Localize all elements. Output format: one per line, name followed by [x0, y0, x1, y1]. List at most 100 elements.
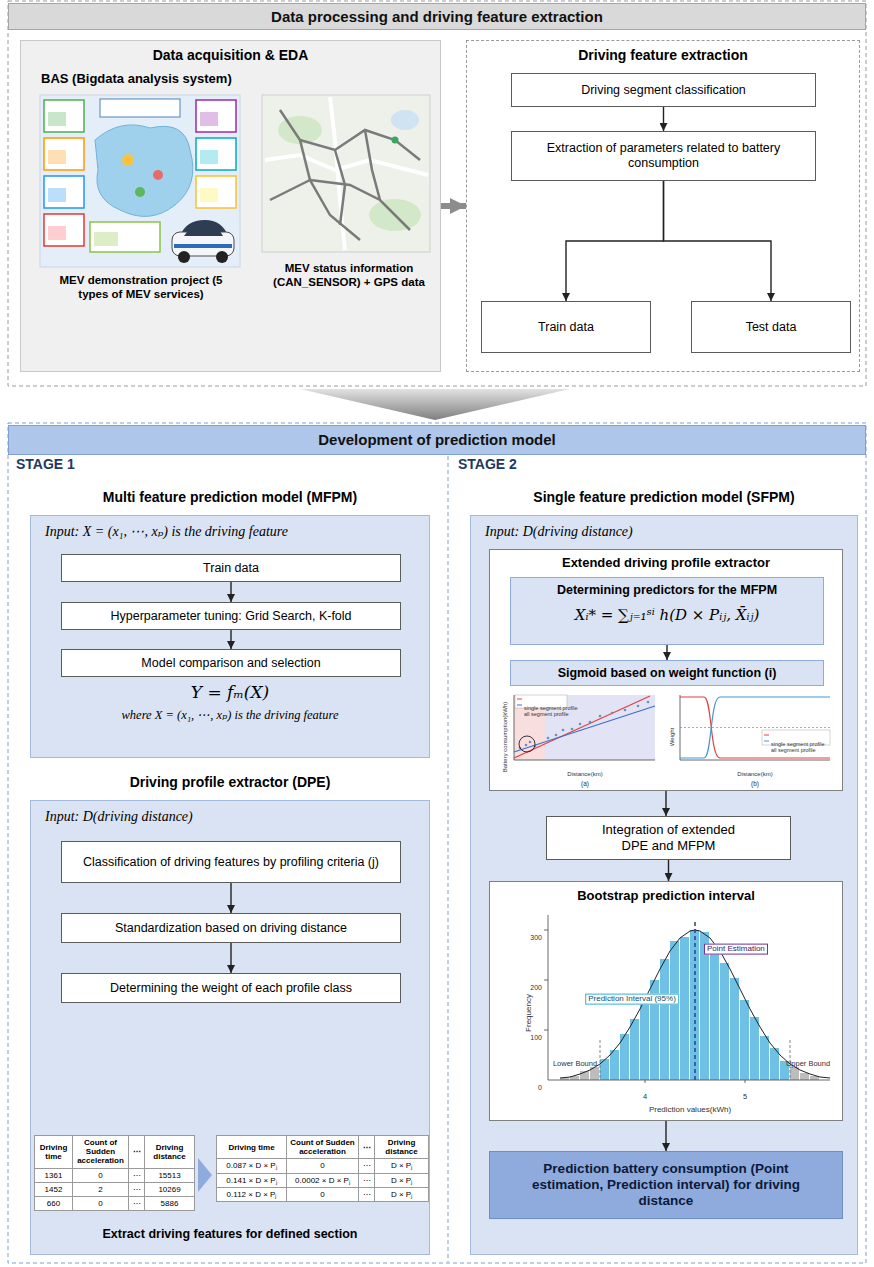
table-cell: ⋯: [129, 1169, 145, 1183]
text-holder: MEV demonstration project (5 types of ME…: [53, 273, 229, 302]
node-text: MEV demonstration project (5 types of ME…: [53, 273, 229, 302]
chart-label: 5: [743, 1093, 747, 1101]
table-cell: ⋯: [359, 1174, 375, 1188]
table-cell: ⋯: [359, 1188, 375, 1202]
mev-poster: [135, 187, 145, 197]
box-label: Classification of driving features by pr…: [83, 855, 379, 870]
illustration-shape: [600, 1059, 609, 1080]
table-cell: D × Pⱼ: [375, 1188, 429, 1202]
box-label: Standardization based on driving distanc…: [115, 921, 347, 936]
feature-table: Driving timeCount of Sudden acceleration…: [216, 1135, 429, 1202]
box-label: Development of prediction model: [318, 431, 556, 449]
table-cell: 1361: [35, 1169, 73, 1183]
node-text: Driving feature extraction: [467, 47, 859, 64]
box-label: Determining the weight of each profile c…: [110, 981, 352, 996]
text-holder: Driving feature extraction: [467, 47, 859, 64]
box-label: Model comparison and selection: [141, 656, 320, 671]
histogram: [600, 1040, 601, 1080]
process-box: Hyperparameter tuning: Grid Search, K-fo…: [61, 602, 401, 630]
illustration-shape: [760, 1036, 769, 1080]
illustration-shape: [620, 1034, 629, 1080]
illustration-shape: [560, 1078, 569, 1080]
table-cell: 660: [35, 1197, 73, 1211]
illustration-shape: [670, 941, 679, 1080]
box-label: Data processing and driving feature extr…: [271, 8, 603, 26]
illustration-shape: [570, 1076, 579, 1080]
chart-label: Weight: [669, 728, 676, 747]
gps-map: [369, 199, 421, 231]
flow-arrow: [230, 582, 231, 602]
table-cell: 10269: [145, 1183, 195, 1197]
mev-car: [174, 244, 232, 248]
feature-panel: Driving feature extractionDriving segmen…: [466, 40, 860, 372]
chart-label: Distance(km): [737, 771, 772, 778]
process-box: Standardization based on driving distanc…: [61, 913, 401, 943]
histogram: [548, 1080, 830, 1081]
illustration-shape: [790, 1067, 799, 1080]
node-text: Bootstrap prediction interval: [490, 888, 842, 904]
sigmoid-chart: [680, 697, 830, 758]
node-text: Determining predictors for the MFPM: [511, 583, 823, 598]
illustration-shape: [680, 937, 689, 1080]
table-cell: 2: [73, 1183, 129, 1197]
sigmoid-chart: [680, 727, 830, 728]
table-cell: Driving time: [217, 1136, 287, 1159]
illustration-shape: [720, 963, 729, 1080]
flow-arrow: [230, 630, 231, 649]
section-arrow: [300, 389, 570, 420]
node-text: Input: D(driving distance): [485, 524, 845, 541]
table-cell: ⋯: [359, 1159, 375, 1173]
table-cell: 15513: [145, 1169, 195, 1183]
process-box: Classification of driving features by pr…: [61, 841, 401, 883]
table-cell: 0: [73, 1197, 129, 1211]
histogram: [745, 1080, 746, 1083]
text-holder: Extended driving profile extractor: [490, 555, 842, 571]
box-label: Extraction of parameters related to batt…: [522, 141, 805, 171]
process-box: Determining the weight of each profile c…: [61, 973, 401, 1003]
mev-poster: [100, 99, 180, 117]
text-holder: Data acquisition & EDA: [21, 47, 440, 64]
process-box: Extraction of parameters related to batt…: [511, 131, 816, 181]
text-holder: Input: D(driving distance): [45, 809, 417, 826]
regression-chart: [514, 706, 655, 752]
block-arrow: [441, 203, 466, 209]
text-holder: where X = (x₁, ⋯, xₚ) is the driving fea…: [31, 708, 429, 723]
illustration-shape: [611, 712, 614, 715]
section-band: Development of prediction model: [8, 425, 866, 455]
model-panel: Multi feature prediction model (MFPM)Inp…: [30, 515, 430, 758]
illustration-shape: [630, 1019, 639, 1080]
illustration-shape: [637, 705, 640, 708]
regression-chart: [514, 695, 655, 760]
regression-chart: [514, 695, 515, 760]
chart-label: Prediction Interval (95%): [585, 994, 679, 1005]
section-frame: [8, 1, 866, 386]
box-label: Test data: [746, 320, 797, 335]
flow-arrow: [664, 181, 772, 301]
flow-arrow: [665, 1121, 666, 1151]
stage-label: STAGE 1: [16, 457, 75, 472]
illustration-shape: [810, 1076, 819, 1080]
table-cell: 0.141 × D × Pⱼ: [217, 1174, 287, 1188]
illustration-shape: [547, 737, 550, 740]
box-label: Integration of extended DPE and MFPM: [589, 822, 749, 853]
text-holder: Input: X = (x₁, ⋯, xₚ) is the driving fe…: [45, 524, 417, 541]
section-frame: [8, 423, 866, 1263]
table-cell: Count of Sudden acceleration: [287, 1136, 359, 1159]
mev-poster: [200, 150, 218, 164]
box-label: Driving segment classification: [581, 83, 746, 98]
table-cell: 0.112 × D × Pⱼ: [217, 1188, 287, 1202]
histogram: [560, 930, 830, 1078]
illustration-shape: [624, 709, 627, 712]
model-panel: Single feature prediction model (SFPM)In…: [470, 515, 858, 1255]
node-text: Input: X = (x₁, ⋯, xₚ) is the driving fe…: [45, 524, 417, 541]
illustration-shape: [770, 1048, 779, 1080]
box-label: Train data: [203, 561, 259, 576]
illustration-shape: [800, 1073, 809, 1080]
regression-chart: [545, 695, 655, 760]
illustration-shape: [740, 1000, 749, 1080]
illustration-shape: [710, 945, 719, 1080]
illustration-shape: [525, 744, 528, 747]
mev-poster: [48, 112, 66, 126]
